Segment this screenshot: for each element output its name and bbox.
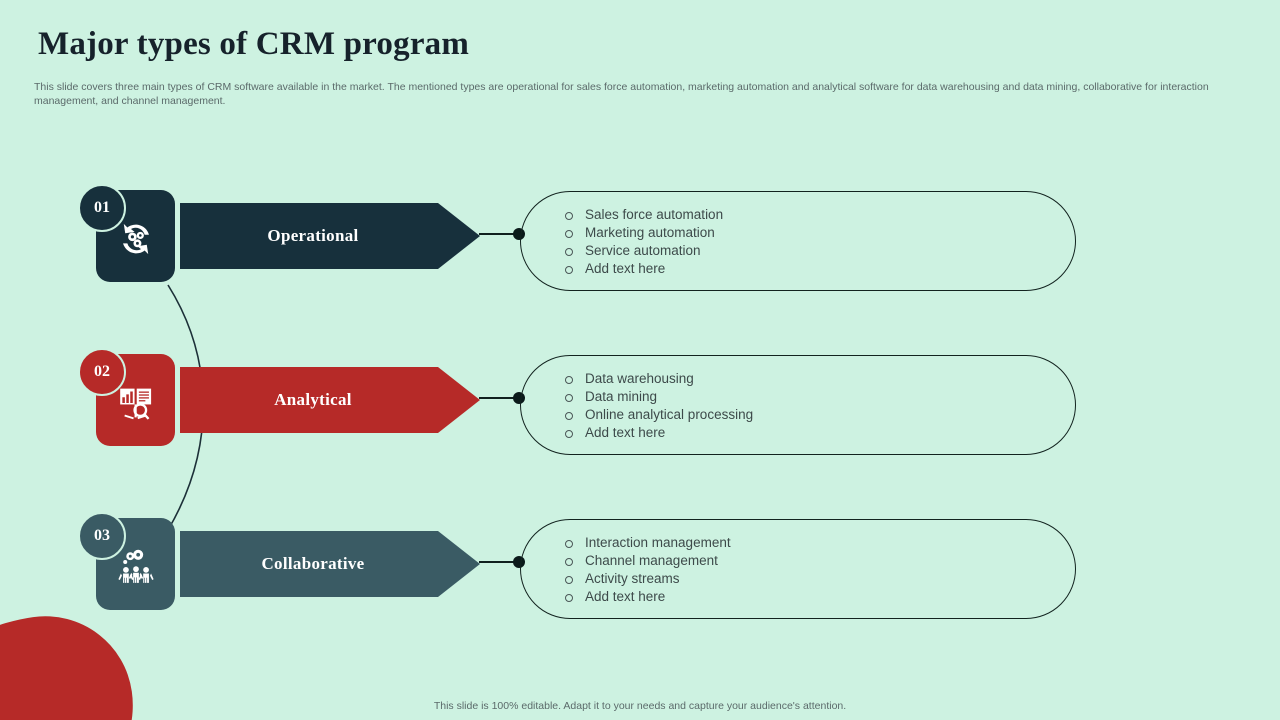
step-badge-02: 02 xyxy=(78,348,126,396)
list-item: Data warehousing xyxy=(563,370,1075,388)
list-item: Interaction management xyxy=(563,534,1075,552)
list-item[interactable]: Add text here xyxy=(563,424,1075,442)
stage-label: Collaborative xyxy=(261,554,365,573)
team-gears-icon xyxy=(117,549,154,583)
connector-line-3 xyxy=(479,561,521,563)
stage-label: Operational xyxy=(267,226,359,245)
footer-note: This slide is 100% editable. Adapt it to… xyxy=(433,700,847,712)
slide-subtitle: This slide covers three main types of CR… xyxy=(34,81,1209,107)
list-item: Online analytical processing xyxy=(563,406,1075,424)
bullet-pill-operational: Sales force automation Marketing automat… xyxy=(520,191,1076,291)
stage-bar-collaborative[interactable]: Collaborative xyxy=(180,531,480,597)
step-number: 01 xyxy=(94,199,110,216)
list-item: Activity streams xyxy=(563,570,1075,588)
list-item: Sales force automation xyxy=(563,206,1075,224)
bullet-pill-collaborative: Interaction management Channel managemen… xyxy=(520,519,1076,619)
step-number: 02 xyxy=(94,363,110,380)
gears-refresh-icon xyxy=(122,223,149,255)
list-item: Channel management xyxy=(563,552,1075,570)
row-analytical: Analytical 02 xyxy=(0,348,1280,460)
step-badge-03: 03 xyxy=(78,512,126,560)
bullet-pill-analytical: Data warehousing Data mining Online anal… xyxy=(520,355,1076,455)
list-item: Service automation xyxy=(563,242,1075,260)
stage-label: Analytical xyxy=(274,390,352,409)
page-title: Major types of CRM program xyxy=(38,26,470,62)
connector-line-1 xyxy=(479,233,521,235)
connector-line-2 xyxy=(479,397,521,399)
list-item: Data mining xyxy=(563,388,1075,406)
stage-bar-analytical[interactable]: Analytical xyxy=(180,367,480,433)
row-operational: Operational 01 Sales force automation Ma… xyxy=(0,184,1280,296)
step-number: 03 xyxy=(94,527,110,544)
row-collaborative: Collaborative 03 xyxy=(0,512,1280,624)
list-item[interactable]: Add text here xyxy=(563,588,1075,606)
chart-board-magnifier-icon xyxy=(119,388,151,420)
stage-bar-operational[interactable]: Operational xyxy=(180,203,480,269)
list-item: Marketing automation xyxy=(563,224,1075,242)
step-badge-01: 01 xyxy=(78,184,126,232)
list-item[interactable]: Add text here xyxy=(563,260,1075,278)
